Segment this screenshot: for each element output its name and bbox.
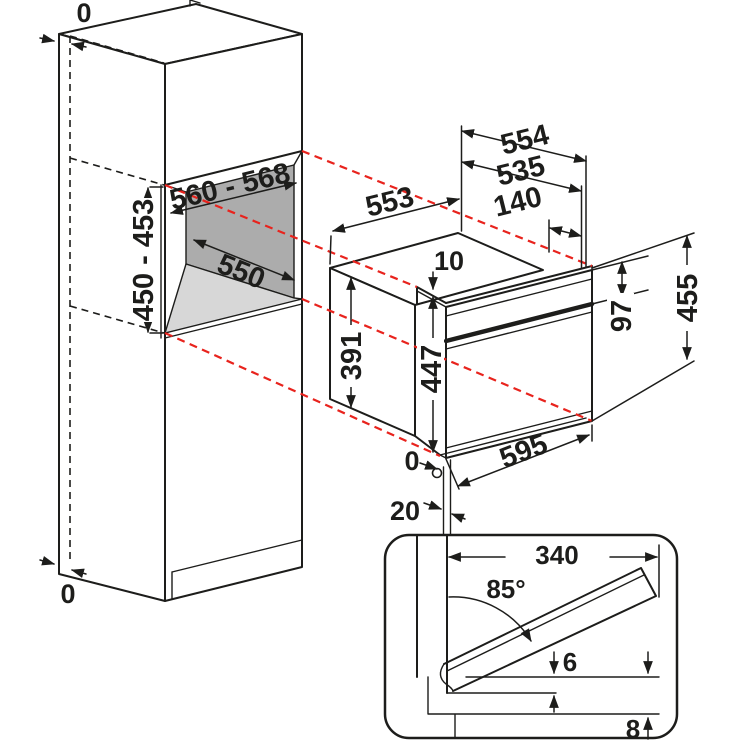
front-plane-drop-lines	[442, 459, 452, 536]
overall-height-label-group: 455	[672, 265, 704, 331]
front-section-dim-line	[548, 226, 583, 238]
niche-depth-dim-line	[192, 239, 296, 281]
detail-door-inner-line	[446, 574, 645, 672]
control-height-label-group: 97	[606, 293, 638, 339]
opening-angle-label: 85°	[486, 574, 525, 604]
control-height-label: 97	[606, 300, 638, 332]
door-top-line	[445, 311, 593, 350]
top-depth-label: 553	[362, 181, 417, 224]
bottom-gap-arrow-right	[70, 568, 87, 578]
front-height-label-group: 447	[416, 338, 448, 400]
door-detail-view	[383, 533, 679, 740]
label-bg	[607, 293, 634, 339]
front-section-label-group: 140	[490, 181, 545, 224]
clearance-arrow-right	[450, 513, 466, 523]
width-ext-lines	[445, 424, 593, 490]
niche-height-label: 450 - 453	[128, 199, 160, 322]
cabinet-top-gap-label: 0	[76, 0, 91, 28]
clearance-arrow-left	[423, 500, 443, 510]
detail-floor-lines	[427, 676, 660, 738]
detail-front-panel-lines	[416, 534, 448, 694]
front-height-label: 447	[416, 345, 448, 393]
hidden-niche-bottom-edge	[69, 305, 165, 334]
label-bg	[129, 198, 156, 322]
niche-top-edge	[164, 150, 303, 186]
tall-cabinet	[58, 0, 303, 602]
top-depth-dim-line	[331, 197, 461, 233]
detail-frame	[383, 533, 679, 740]
front-section-label: 140	[490, 181, 545, 224]
niche-panel-thickness	[160, 184, 303, 339]
top-gap-arrow-right	[70, 41, 87, 52]
hidden-niche-top-edge	[69, 157, 165, 186]
label-bg	[673, 265, 700, 331]
detail-door-hinge	[439, 663, 454, 692]
detail-angle-arc	[448, 596, 532, 642]
niche-height-label-group: 450 - 453	[128, 198, 160, 322]
control-panel-top-line	[445, 278, 593, 317]
bottom-gap-arrow-left	[39, 556, 56, 566]
oven	[329, 232, 595, 536]
label-bg	[337, 325, 364, 387]
plinth-recess-label: 8	[626, 714, 640, 744]
cabinet-plinth	[171, 539, 303, 600]
top-depth-label-group: 553	[362, 181, 417, 224]
top-depth-ext	[329, 235, 332, 265]
projection-bottom-left	[164, 331, 441, 458]
width-dim-line	[456, 434, 591, 487]
depth-overall-dim-line	[460, 129, 588, 163]
door-depth-label: 340	[535, 540, 578, 570]
niche-width-dim-line	[169, 181, 298, 215]
top-gap-arrow-left	[39, 33, 56, 44]
label-bg	[417, 338, 444, 400]
control-panel-divider	[443, 301, 595, 344]
door-floor-gap-label: 6	[563, 647, 577, 677]
overall-height-ext	[591, 232, 695, 422]
cabinet-bottom-gap-label: 0	[60, 579, 75, 609]
top-step-label: 10	[434, 246, 464, 276]
flush-gap-arrow	[419, 460, 439, 470]
hidden-top-edge	[69, 35, 165, 64]
overall-height-label: 455	[672, 274, 704, 322]
rear-height-label: 391	[336, 332, 368, 380]
rear-height-label-group: 391	[336, 325, 368, 387]
bottom-clearance-label: 20	[390, 496, 420, 526]
cabinet-top-tab	[189, 0, 201, 7]
projection-bottom-right	[301, 297, 593, 423]
frame-top-back-edge	[445, 265, 593, 304]
depth-body-dim-line	[460, 160, 583, 193]
flush-gap-label: 0	[404, 446, 419, 476]
detail-door	[443, 567, 657, 692]
flush-reference-point	[431, 467, 443, 479]
